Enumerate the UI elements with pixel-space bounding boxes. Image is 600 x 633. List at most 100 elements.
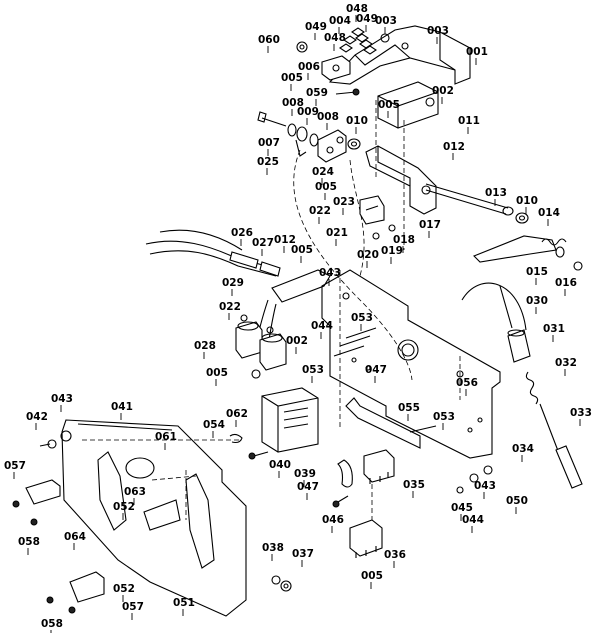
part-010-bushing-top xyxy=(347,138,361,150)
callout-label-015: 015 xyxy=(526,266,548,278)
part-048-049-springs xyxy=(339,27,377,55)
callout-label-032: 032 xyxy=(555,357,577,369)
part-053-screws xyxy=(333,327,437,433)
callout-label-011: 011 xyxy=(458,115,480,127)
callout-label-021: 021 xyxy=(326,227,348,239)
part-035-relay xyxy=(363,449,395,484)
callout-label-026: 026 xyxy=(231,227,253,239)
callout-label-005: 005 xyxy=(291,244,313,256)
callout-label-014: 014 xyxy=(538,207,560,219)
callout-label-034: 034 xyxy=(512,443,534,455)
part-034-mounting-plate xyxy=(321,269,501,459)
callout-label-049: 049 xyxy=(356,13,378,25)
callout-label-035: 035 xyxy=(403,479,425,491)
callout-label-012: 012 xyxy=(443,141,465,153)
callout-label-048: 048 xyxy=(346,3,368,15)
part-001-top-bracket xyxy=(328,25,471,85)
callout-label-054: 054 xyxy=(203,419,225,431)
part-046-screw xyxy=(332,495,349,508)
callout-label-058: 058 xyxy=(18,536,40,548)
callout-label-004: 004 xyxy=(329,15,351,27)
callout-label-041: 041 xyxy=(111,401,133,413)
callout-label-052: 052 xyxy=(113,501,135,513)
callout-label-051: 051 xyxy=(173,597,195,609)
part-013-shaft xyxy=(425,183,514,216)
part-014-spring xyxy=(541,238,567,258)
part-019-020-nuts xyxy=(372,224,396,240)
part-017-bracket xyxy=(365,145,437,215)
callout-label-003: 003 xyxy=(427,25,449,37)
part-047-grommet xyxy=(337,459,353,488)
callout-label-029: 029 xyxy=(222,277,244,289)
callout-label-025: 025 xyxy=(257,156,279,168)
callout-label-047: 047 xyxy=(297,481,319,493)
callout-label-008: 008 xyxy=(282,97,304,109)
callout-label-028: 028 xyxy=(194,340,216,352)
callout-label-038: 038 xyxy=(262,542,284,554)
callout-label-009: 009 xyxy=(297,106,319,118)
part-016-nut xyxy=(573,261,583,271)
callout-leaders xyxy=(13,15,581,633)
callout-label-012: 012 xyxy=(274,234,296,246)
parts-drawing xyxy=(12,25,583,617)
callout-label-030: 030 xyxy=(526,295,548,307)
part-045-044-043-fasteners xyxy=(456,465,493,494)
callout-label-042: 042 xyxy=(26,411,48,423)
part-022-021-clamp xyxy=(359,195,385,225)
callout-label-063: 063 xyxy=(124,486,146,498)
callout-label-022: 022 xyxy=(219,301,241,313)
callout-label-043: 043 xyxy=(474,480,496,492)
callout-label-049: 049 xyxy=(305,21,327,33)
callout-label-036: 036 xyxy=(384,549,406,561)
callout-label-053: 053 xyxy=(302,364,324,376)
callout-label-053: 053 xyxy=(351,312,373,324)
part-010-bushing xyxy=(515,212,529,224)
part-031-knob xyxy=(507,329,531,363)
part-008-009-washers xyxy=(287,123,319,157)
callout-label-061: 061 xyxy=(155,431,177,443)
callout-label-057: 057 xyxy=(4,460,26,472)
callout-label-058: 058 xyxy=(41,618,63,630)
part-062-circuit-board xyxy=(261,387,319,453)
alignment-lines xyxy=(82,100,461,520)
part-011-block xyxy=(377,81,439,129)
part-054-clip xyxy=(229,433,243,444)
callout-label-062: 062 xyxy=(226,408,248,420)
callout-label-027: 027 xyxy=(252,237,274,249)
callout-label-019: 019 xyxy=(381,245,403,257)
part-006-block xyxy=(321,55,351,81)
callout-label-008: 008 xyxy=(317,111,339,123)
callout-label-039: 039 xyxy=(294,468,316,480)
callout-label-048: 048 xyxy=(324,32,346,44)
callout-label-005: 005 xyxy=(206,367,228,379)
callout-label-018: 018 xyxy=(393,234,415,246)
callout-label-047: 047 xyxy=(365,364,387,376)
callout-label-044: 044 xyxy=(462,514,484,526)
callout-label-001: 001 xyxy=(466,46,488,58)
part-007-bolt xyxy=(257,111,287,127)
part-026-027-harness xyxy=(145,229,281,277)
callout-label-022: 022 xyxy=(309,205,331,217)
callout-label-050: 050 xyxy=(506,495,528,507)
callout-label-002: 002 xyxy=(286,335,308,347)
callout-label-005: 005 xyxy=(378,99,400,111)
part-032-spring xyxy=(525,371,539,405)
part-040-screw xyxy=(248,451,269,460)
callout-label-005: 005 xyxy=(361,570,383,582)
part-060-nut xyxy=(296,41,308,53)
callout-label-055: 055 xyxy=(398,402,420,414)
callout-label-013: 013 xyxy=(485,187,507,199)
callout-label-002: 002 xyxy=(432,85,454,97)
callout-label-020: 020 xyxy=(357,249,379,261)
part-033-handle-rod xyxy=(539,403,583,489)
callout-label-056: 056 xyxy=(456,377,478,389)
callout-label-044: 044 xyxy=(311,320,333,332)
callout-label-037: 037 xyxy=(292,548,314,560)
callout-label-010: 010 xyxy=(516,195,538,207)
part-025-cable xyxy=(293,149,413,381)
callout-label-046: 046 xyxy=(322,514,344,526)
callout-label-024: 024 xyxy=(312,166,334,178)
callout-label-040: 040 xyxy=(269,459,291,471)
